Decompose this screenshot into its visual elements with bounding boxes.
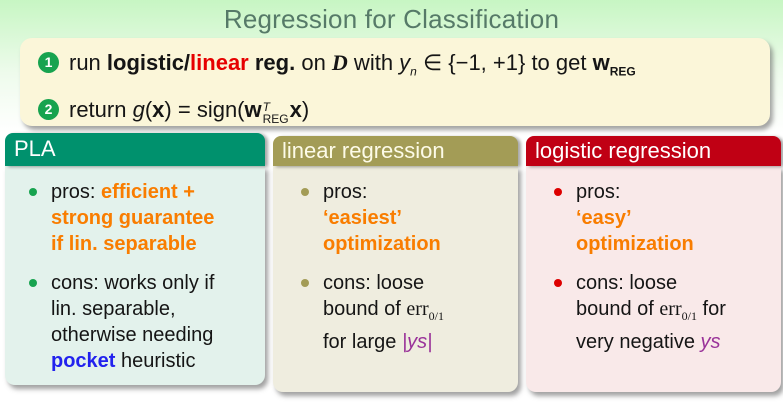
- step-1-text: run logistic/linear reg. on D with yn ∈ …: [69, 50, 636, 79]
- step-1-number-icon: 1: [38, 52, 59, 73]
- column-logistic-regression: logistic regression pros:‘easy’optimizat…: [526, 133, 781, 392]
- column-pla-header: PLA: [5, 133, 265, 166]
- logistic-pros-item: pros:‘easy’optimization: [526, 179, 781, 257]
- column-linear-regression: linear regression pros:‘easiest’optimiza…: [273, 133, 518, 392]
- step-1: 1 run logistic/linear reg. on D with yn …: [36, 47, 770, 87]
- page-title: Regression for Classification: [223, 4, 560, 34]
- step-2-number-icon: 2: [38, 99, 59, 121]
- column-logistic-header: logistic regression: [526, 136, 781, 166]
- algorithm-steps-box: 1 run logistic/linear reg. on D with yn …: [20, 38, 770, 126]
- column-linear-header: linear regression: [273, 136, 518, 166]
- linear-pros-item: pros:‘easiest’optimization: [273, 179, 518, 257]
